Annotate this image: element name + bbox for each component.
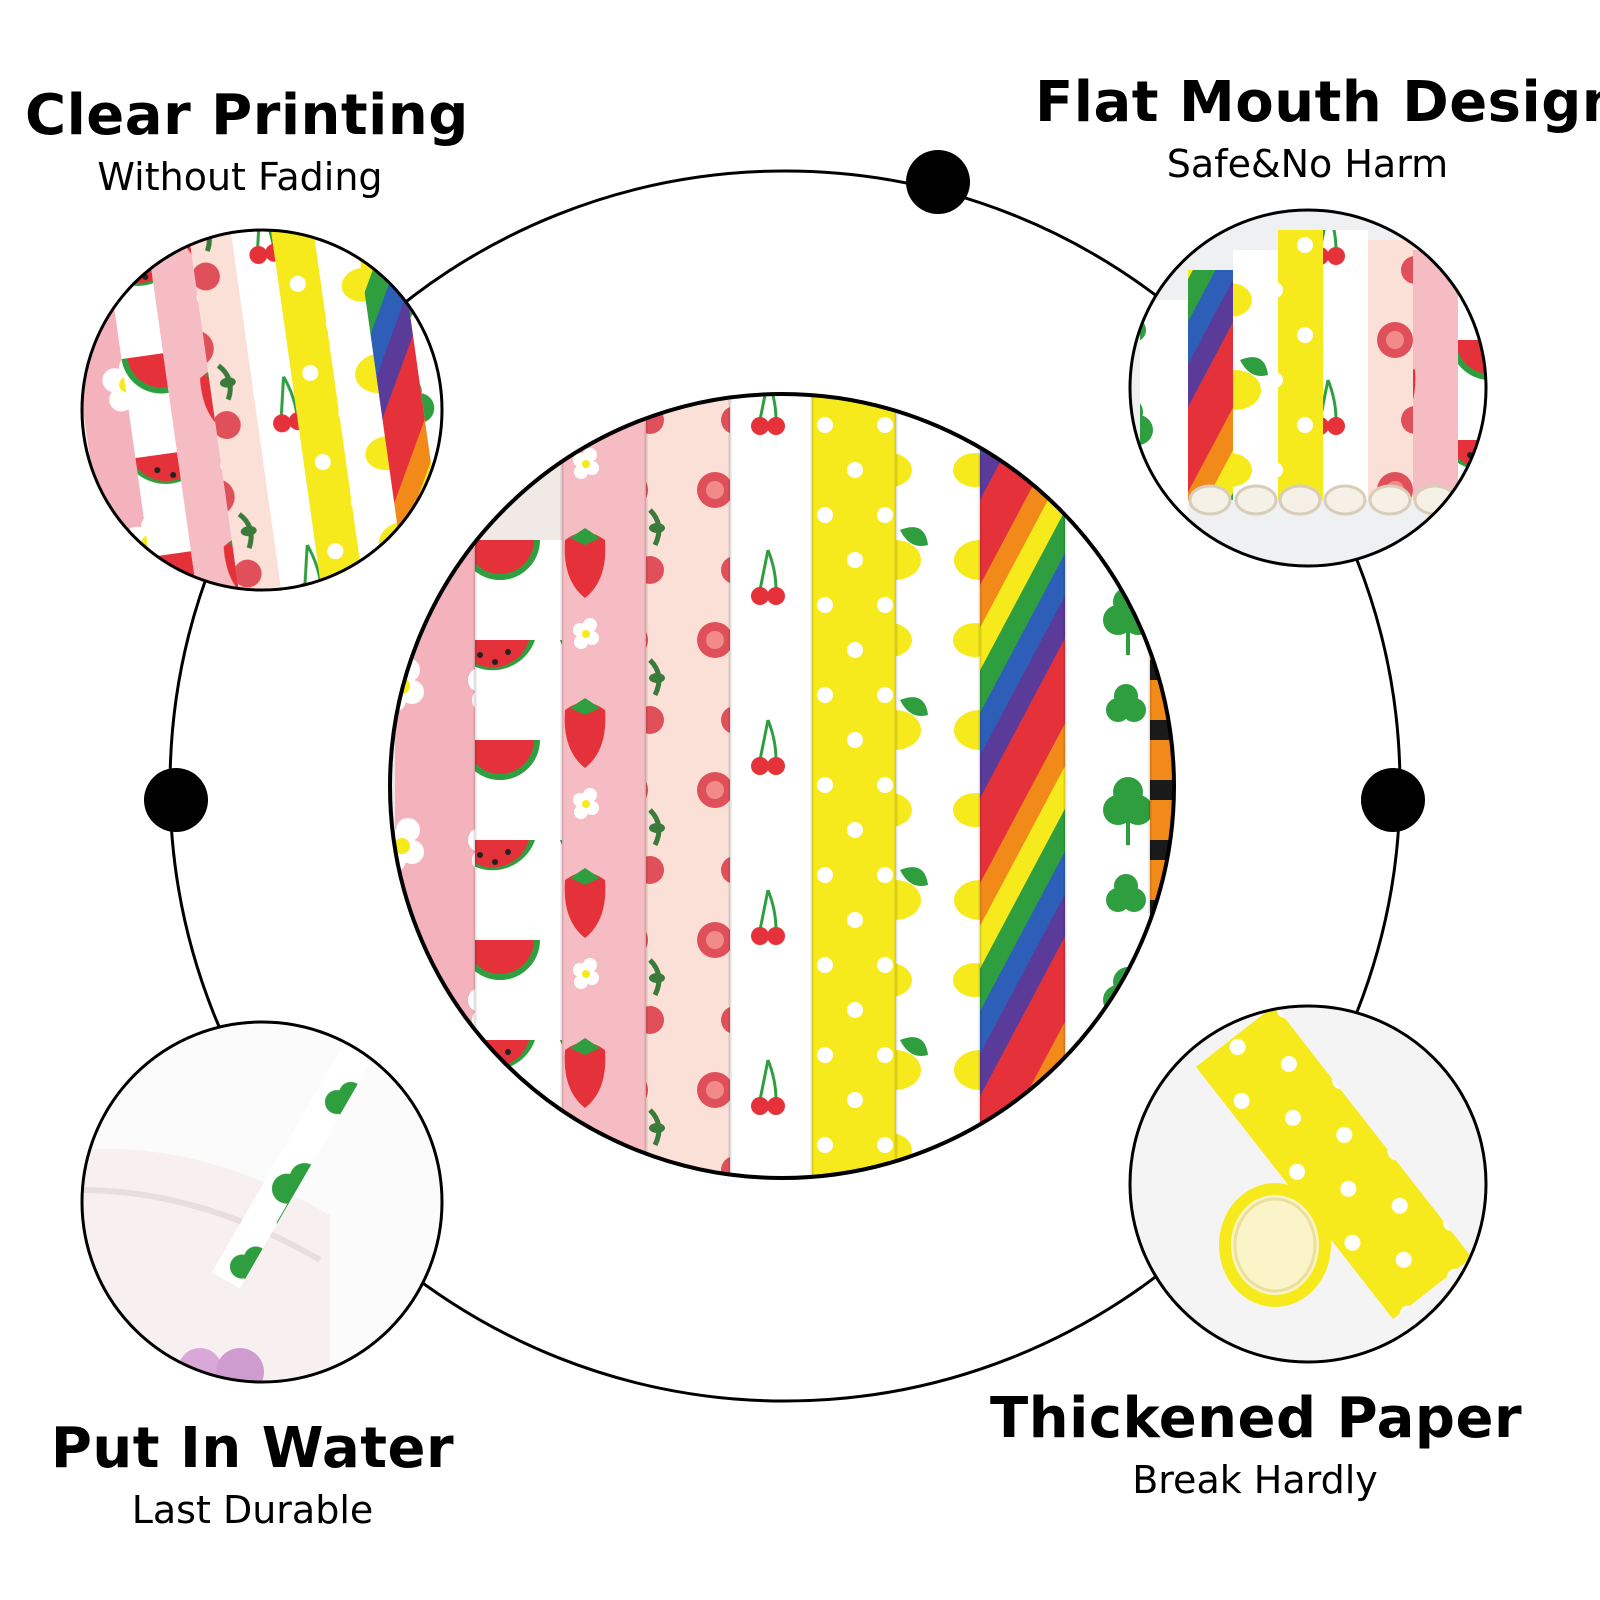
- flat-mouth-image: [1130, 210, 1486, 566]
- center-straws-image: [390, 394, 1174, 1178]
- feature-thickened-paper: Thickened Paper Break Hardly: [990, 1386, 1523, 1505]
- feature-title: Flat Mouth Design: [1035, 70, 1600, 135]
- ring-dot-top: [906, 150, 970, 214]
- feature-put-in-water: Put In Water Last Durable: [45, 1418, 460, 1535]
- feature-flat-mouth: Flat Mouth Design Safe&No Harm: [1035, 70, 1600, 189]
- put-in-water-image: [82, 1022, 442, 1382]
- ring-dot-left: [144, 768, 208, 832]
- feature-title: Clear Printing: [25, 83, 469, 148]
- feature-title: Put In Water: [50, 1416, 455, 1481]
- feature-subtitle: Without Fading: [97, 154, 383, 199]
- feature-clear-printing: Clear Printing Without Fading: [25, 83, 469, 202]
- clear-printing-image: [82, 230, 442, 590]
- feature-subtitle: Last Durable: [131, 1487, 374, 1532]
- thickened-paper-image: [1130, 1006, 1486, 1362]
- ring-dot-right: [1361, 768, 1425, 832]
- feature-subtitle: Break Hardly: [1132, 1457, 1378, 1502]
- feature-title: Thickened Paper: [990, 1386, 1523, 1451]
- feature-subtitle: Safe&No Harm: [1166, 141, 1449, 186]
